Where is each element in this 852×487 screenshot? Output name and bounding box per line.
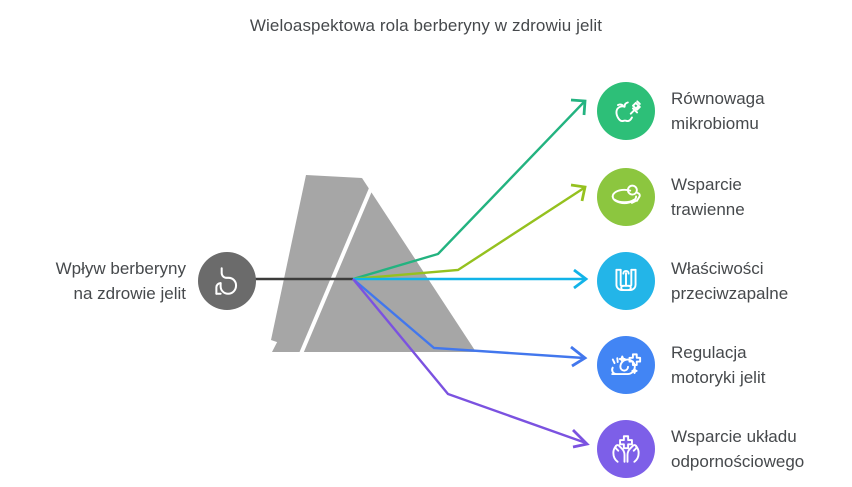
- outcome-node-wlasciwosci-przeciwzapalne[interactable]: Właściwości przeciwzapalne: [597, 250, 849, 312]
- ray-wsparcie-ukladu-odpornosciowego: [352, 278, 587, 445]
- hands-cross-icon: [597, 420, 655, 478]
- outcome-label: Wsparcie trawienne: [671, 175, 745, 219]
- page-title: Wieloaspektowa rola berberyny w zdrowiu …: [249, 16, 603, 35]
- ray-arrowhead-0: [570, 98, 587, 116]
- prism-shape: [271, 175, 476, 357]
- outcome-label: Regulacja motoryki jelit: [671, 343, 766, 387]
- intestine-icon: [597, 252, 655, 310]
- outcome-label: Właściwości przeciwzapalne: [671, 259, 789, 303]
- apple-syringe-icon: [597, 82, 655, 140]
- stomach-icon: [198, 252, 256, 310]
- outcome-node-wsparcie-ukladu-odpornosciowego[interactable]: Wsparcie układu odpornościowego: [597, 418, 849, 480]
- ray-regulacja-motoryki-jelit: [352, 278, 585, 360]
- outcome-node-wsparcie-trawienne[interactable]: Wsparcie trawienne: [597, 166, 849, 228]
- ray-arrowhead-3: [570, 345, 588, 368]
- snail-cross-icon: [597, 336, 655, 394]
- ray-arrowhead-2: [573, 268, 589, 290]
- ray-rownowaga-mikrobiomu: [352, 101, 585, 281]
- source-node[interactable]: Wpływ berberyny na zdrowie jelit: [8, 243, 256, 319]
- ray-arrowhead-4: [572, 429, 590, 449]
- prism-divider-line: [298, 185, 374, 357]
- outcome-node-regulacja-motoryki-jelit[interactable]: Regulacja motoryki jelit: [597, 334, 849, 396]
- outcome-label: Wsparcie układu odpornościowego: [671, 427, 805, 471]
- prism-triangle: [272, 178, 476, 352]
- prism-left-slab: [271, 175, 362, 352]
- ray-wsparcie-trawienne: [352, 186, 585, 281]
- ray-arrowhead-1: [570, 183, 587, 202]
- outcome-node-rownowaga-mikrobiomu[interactable]: Równowaga mikrobiomu: [597, 80, 849, 142]
- outcome-label: Równowaga mikrobiomu: [671, 89, 765, 133]
- digestion-bowl-icon: [597, 168, 655, 226]
- source-label: Wpływ berberyny na zdrowie jelit: [55, 259, 186, 303]
